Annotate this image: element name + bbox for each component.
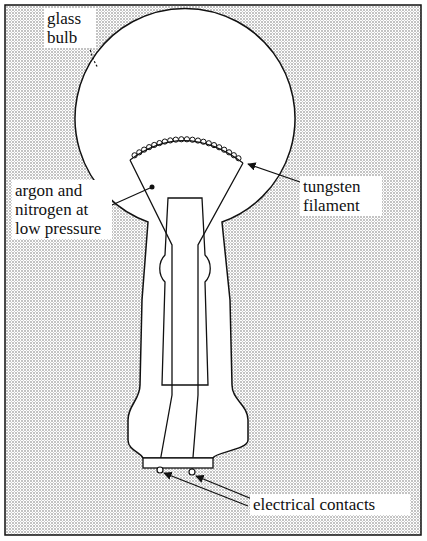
glass-stem [160,198,211,385]
coil-turn [184,137,189,142]
coil-turn [179,137,184,142]
lamp-cap [143,458,213,468]
coil-turn [137,150,142,155]
coil-turn [222,147,227,152]
coil-turn [142,147,147,152]
part-label: argon and nitrogen at low pressure [12,180,112,239]
coil-turn [168,138,173,143]
electrical-contact [189,469,195,475]
coil-turn [152,142,157,147]
leader-arrow [248,164,300,182]
stippled-frame [5,5,421,535]
coil-turn [195,138,200,143]
leader-arrow [164,473,248,506]
leader-dot [150,185,155,190]
part-label: tungsten filament [300,176,382,216]
electrical-contact [157,467,163,473]
coil-turn [211,143,216,148]
coil-turn [226,150,231,155]
part-label: glass bulb [44,8,96,48]
coil-turn [206,141,211,146]
part-label: electrical contacts [250,494,410,515]
coil-turn [147,145,152,150]
coil-turn [201,139,206,144]
coil-turn [157,140,162,145]
lead-wires [130,160,243,470]
filament-coil [132,137,241,161]
coil-turn [190,137,195,142]
leader-line [112,188,150,205]
tungsten-filament [130,141,243,163]
coil-turn [132,153,137,158]
coil-turn [162,139,167,144]
coil-turn [173,137,178,142]
coil-turn [217,145,222,150]
coil-turn [236,156,241,161]
